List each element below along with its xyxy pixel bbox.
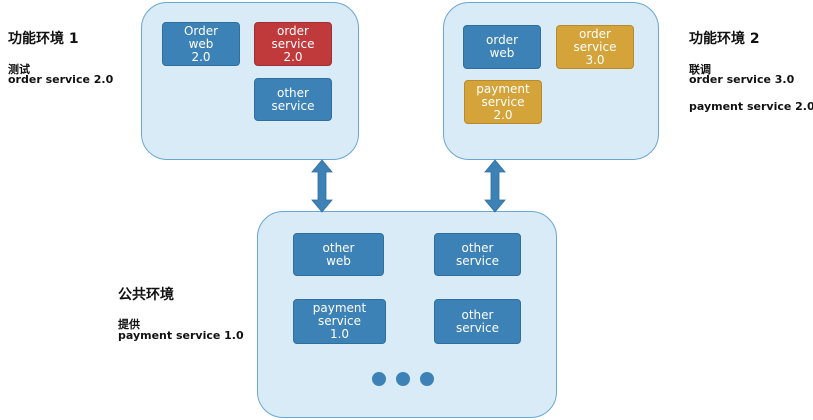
public-env-note-heading: 提供 (118, 318, 140, 331)
env2-note-heading: 联调 (689, 63, 711, 76)
env2-payment-service-box: payment service 2.0 (464, 80, 542, 124)
env1-title: 功能环境 1 (8, 31, 79, 47)
public-other-service-box: other service (434, 233, 521, 276)
env2-title: 功能环境 2 (689, 31, 760, 47)
env2-note-detail-1: order service 3.0 (689, 73, 795, 86)
public-env-title: 公共环境 (118, 287, 174, 303)
env2-order-web-box: order web (463, 25, 541, 69)
env1-order-service-box: order service 2.0 (254, 22, 332, 66)
env1-order-web-box: Order web 2.0 (162, 22, 240, 66)
public-other-web-box: other web (293, 233, 384, 276)
public-payment-service-box: payment service 1.0 (293, 299, 386, 344)
env1-other-service-box: other service (254, 78, 332, 121)
ellipsis-dot (396, 372, 410, 386)
ellipsis-dot (372, 372, 386, 386)
env1-note-detail: order service 2.0 (8, 73, 114, 86)
env1-note-heading: 测试 (8, 63, 30, 76)
env2-note-detail-2: payment service 2.0 (689, 100, 813, 113)
env2-order-service-box: order service 3.0 (556, 25, 634, 69)
public-other-service-box-2: other service (434, 299, 521, 344)
env1-public-link-arrow (311, 159, 333, 213)
ellipsis-dot (420, 372, 434, 386)
env2-public-link-arrow (484, 159, 506, 213)
public-env-note-detail: payment service 1.0 (118, 329, 244, 342)
